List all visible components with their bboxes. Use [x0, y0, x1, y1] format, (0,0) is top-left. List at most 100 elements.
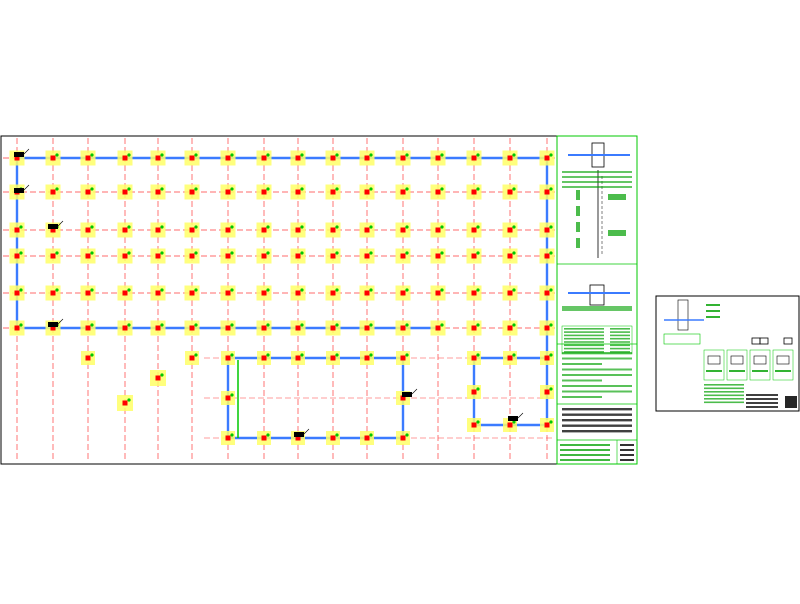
detail-cell-text	[729, 370, 745, 372]
leader-line	[411, 388, 418, 395]
column-footing	[539, 184, 555, 200]
title-block-line	[560, 444, 610, 446]
general-note-line	[562, 390, 632, 393]
column-marker	[405, 433, 409, 437]
column-footing	[80, 285, 96, 301]
column-footing	[466, 248, 482, 264]
section-detail-icon	[48, 322, 58, 327]
column-core	[189, 189, 195, 195]
column-marker	[335, 225, 339, 229]
column-core	[544, 253, 550, 259]
column-footing	[395, 248, 411, 264]
column-core	[85, 325, 91, 331]
column-footing	[467, 385, 481, 399]
section-detail-icon	[14, 188, 24, 193]
detail-cell-text	[775, 370, 791, 372]
column-footing	[395, 150, 411, 166]
column-marker	[369, 353, 373, 357]
column-core	[189, 155, 195, 161]
column-footing	[256, 222, 272, 238]
column-marker	[512, 420, 516, 424]
column-core	[400, 395, 406, 401]
column-footing	[539, 222, 555, 238]
column-marker	[369, 323, 373, 327]
column-core	[330, 155, 336, 161]
column-footing	[117, 150, 133, 166]
column-core	[122, 400, 128, 406]
column-marker	[512, 251, 516, 255]
column-core	[330, 227, 336, 233]
column-marker	[405, 323, 409, 327]
detail-cell-border	[726, 349, 748, 381]
table-cell	[564, 341, 604, 343]
note-text-line	[562, 171, 632, 173]
mini-section-icon	[759, 337, 769, 345]
column-marker	[19, 225, 23, 229]
column-marker	[19, 251, 23, 255]
column-marker	[194, 251, 198, 255]
detail-cell-border	[772, 349, 794, 381]
title-block-line	[560, 454, 610, 456]
column-footing	[430, 248, 446, 264]
column-core	[364, 355, 370, 361]
column-marker	[512, 153, 516, 157]
detail-note-line	[704, 394, 744, 397]
column-footing	[150, 370, 166, 386]
column-footing	[45, 285, 61, 301]
column-core	[261, 435, 267, 441]
detail-section-cell	[703, 349, 725, 381]
column-footing	[150, 222, 166, 238]
column-marker	[369, 433, 373, 437]
column-core	[400, 435, 406, 441]
column-footing	[117, 184, 133, 200]
column-footing	[290, 222, 306, 238]
detail-sheet	[655, 295, 800, 412]
column-core	[364, 227, 370, 233]
column-core	[435, 325, 441, 331]
column-footing	[466, 320, 482, 336]
column-core	[544, 290, 550, 296]
column-footing	[117, 285, 133, 301]
column-core	[122, 253, 128, 259]
specification-line	[562, 419, 632, 422]
detail-cell-border	[703, 349, 725, 381]
column-marker	[194, 153, 198, 157]
column-footing	[539, 320, 555, 336]
section-detail-icon	[568, 142, 630, 258]
column-core	[435, 189, 441, 195]
column-core	[225, 227, 231, 233]
column-marker	[266, 433, 270, 437]
column-footing	[221, 431, 235, 445]
column-marker	[405, 288, 409, 292]
column-footing	[291, 351, 305, 365]
general-note-line	[562, 379, 602, 382]
column-core	[471, 355, 477, 361]
column-core	[507, 422, 513, 428]
column-footing	[220, 222, 236, 238]
table-cell	[610, 328, 630, 330]
detail-caption	[562, 306, 632, 311]
column-core	[400, 253, 406, 259]
reinforcement-table	[561, 325, 633, 355]
column-marker	[549, 353, 553, 357]
column-core	[471, 389, 477, 395]
column-core	[261, 227, 267, 233]
column-marker	[127, 323, 131, 327]
column-core	[400, 355, 406, 361]
column-footing	[539, 248, 555, 264]
column-footing	[502, 320, 518, 336]
column-marker	[55, 288, 59, 292]
column-core	[50, 253, 56, 259]
column-marker	[160, 251, 164, 255]
column-marker	[266, 353, 270, 357]
column-footing	[540, 351, 554, 365]
column-core	[544, 227, 550, 233]
column-core	[544, 422, 550, 428]
column-marker	[127, 288, 131, 292]
section-detail-icon	[568, 284, 630, 306]
column-core	[471, 290, 477, 296]
column-footing	[150, 248, 166, 264]
general-note-line	[562, 352, 632, 354]
